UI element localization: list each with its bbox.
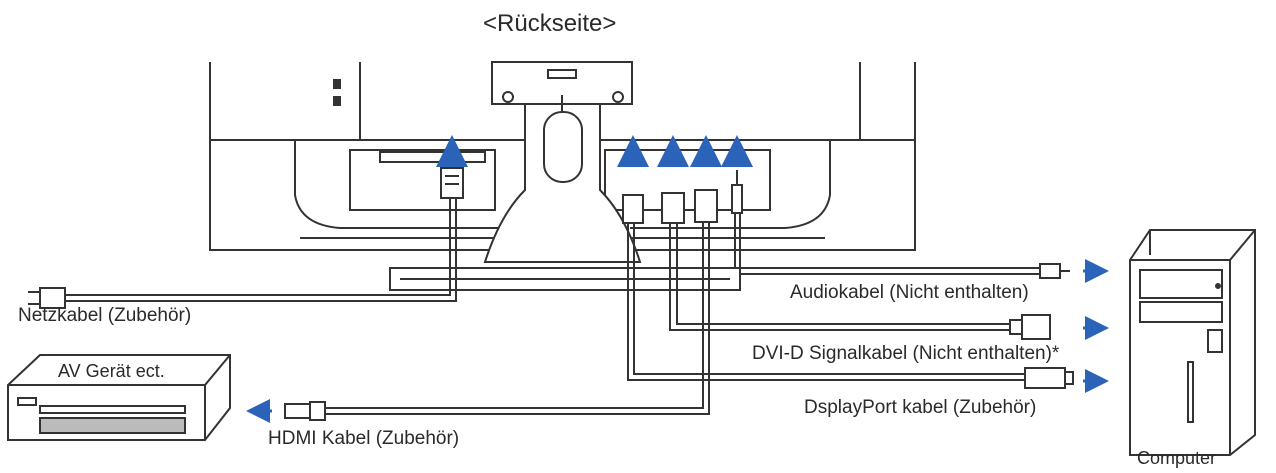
- av-device: [7, 354, 231, 441]
- cable-end-connectors: [28, 263, 1074, 421]
- dvi-label: DVI-D Signalkabel (Nicht enthalten)*: [752, 343, 1060, 364]
- av-device-label: AV Gerät ect.: [58, 361, 165, 381]
- computer-tower: [1129, 229, 1256, 456]
- diagram-title: <Rückseite>: [483, 10, 617, 37]
- monitor-connectors: [440, 167, 743, 224]
- netzkabel-label: Netzkabel (Zubehör): [18, 305, 192, 326]
- direction-arrows: [246, 259, 1109, 423]
- cables: [65, 198, 1040, 415]
- audiokabel-label: Audiokabel (Nicht enthalten): [790, 282, 1029, 303]
- monitor-stand: [389, 61, 741, 291]
- hdmi-label: HDMI Kabel (Zubehör): [268, 428, 460, 449]
- port-arrows: [436, 135, 753, 167]
- computer-label: Computer: [1137, 448, 1217, 468]
- displayport-label: DsplayPort kabel (Zubehör): [804, 397, 1037, 418]
